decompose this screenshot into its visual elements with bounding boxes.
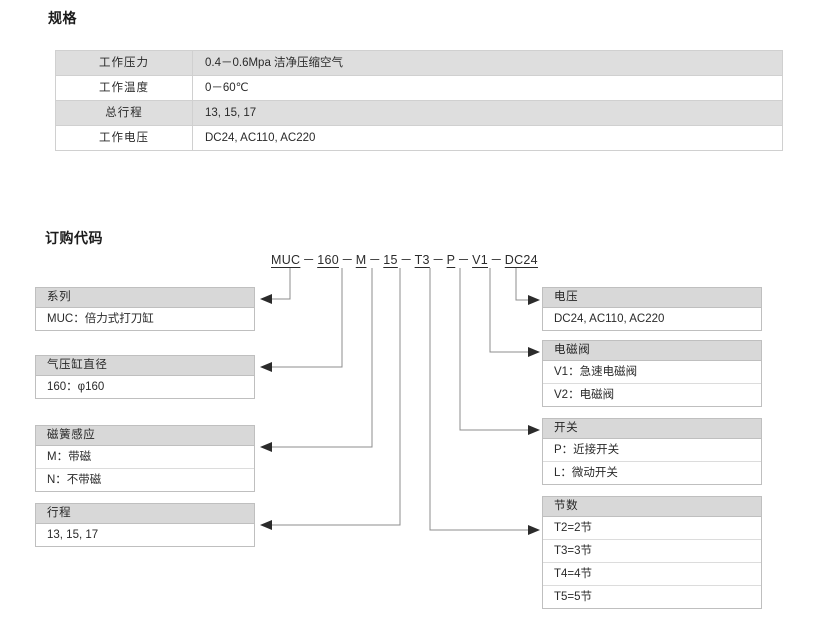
spec-value: DC24, AC110, AC220 [192,125,783,151]
code-segment-voltage: DC24 [504,253,538,267]
keybox-row: V2：电磁阀 [543,384,761,406]
keybox-header: 节数 [543,497,761,517]
code-separator: － [399,253,413,267]
arrow-left-icon [260,294,272,304]
spec-table: 工作压力 0.4－0.6Mpa 洁净压缩空气 工作温度 0－60℃ 总行程 13… [55,50,783,151]
code-separator: － [457,253,471,267]
code-segment-solenoid: V1 [472,253,488,267]
keybox-row: T2=2节 [543,517,761,540]
code-segment-bore: 160 [317,253,339,267]
arrow-right-icon [528,347,540,357]
spec-label: 总行程 [55,100,193,126]
keybox-magnet: 磁簧感应 M：带磁 N：不带磁 [35,425,255,492]
code-separator: － [431,253,445,267]
table-row: 工作电压 DC24, AC110, AC220 [55,125,783,151]
code-segment-magnet: M [355,253,367,267]
keybox-row: L：微动开关 [543,462,761,484]
keybox-row: P：近接开关 [543,439,761,462]
spec-label: 工作温度 [55,75,193,101]
arrow-right-icon [528,295,540,305]
keybox-row: T5=5节 [543,586,761,608]
keybox-header: 磁簧感应 [36,426,254,446]
keybox-header: 气压缸直径 [36,356,254,376]
model-code-string: MUC－160－M－15－T3－P－V1－DC24 [271,249,538,268]
keybox-header: 电磁阀 [543,341,761,361]
keybox-row: MUC：倍力式打刀缸 [36,308,254,330]
spec-value: 0－60℃ [192,75,783,101]
keybox-row: T3=3节 [543,540,761,563]
keybox-bore: 气压缸直径 160：φ160 [35,355,255,399]
spec-value: 0.4－0.6Mpa 洁净压缩空气 [192,50,783,76]
order-code-heading: 订购代码 [45,230,103,246]
keybox-row: 13, 15, 17 [36,524,254,546]
table-row: 工作温度 0－60℃ [55,75,783,101]
keybox-row: T4=4节 [543,563,761,586]
keybox-row: DC24, AC110, AC220 [543,308,761,330]
table-row: 工作压力 0.4－0.6Mpa 洁净压缩空气 [55,50,783,76]
spec-heading: 规格 [48,10,77,26]
spec-label: 工作压力 [55,50,193,76]
code-separator: － [368,253,382,267]
keybox-header: 行程 [36,504,254,524]
keybox-stroke: 行程 13, 15, 17 [35,503,255,547]
arrow-left-icon [260,442,272,452]
arrow-left-icon [260,520,272,530]
keybox-series: 系列 MUC：倍力式打刀缸 [35,287,255,331]
keybox-switch: 开关 P：近接开关 L：微动开关 [542,418,762,485]
keybox-row: M：带磁 [36,446,254,469]
keybox-row: V1：急速电磁阀 [543,361,761,384]
code-separator: － [302,253,316,267]
arrow-left-icon [260,362,272,372]
keybox-sections: 节数 T2=2节 T3=3节 T4=4节 T5=5节 [542,496,762,609]
code-separator: － [340,253,354,267]
keybox-row: 160：φ160 [36,376,254,398]
spec-label: 工作电压 [55,125,193,151]
keybox-voltage: 电压 DC24, AC110, AC220 [542,287,762,331]
code-segment-switch: P [446,253,456,267]
arrow-right-icon [528,525,540,535]
code-segment-series: MUC [271,253,301,267]
keybox-header: 系列 [36,288,254,308]
keybox-solenoid: 电磁阀 V1：急速电磁阀 V2：电磁阀 [542,340,762,407]
keybox-header: 开关 [543,419,761,439]
code-separator: － [489,253,503,267]
keybox-header: 电压 [543,288,761,308]
keybox-row: N：不带磁 [36,469,254,491]
code-segment-stroke: 15 [383,253,398,267]
spec-value: 13, 15, 17 [192,100,783,126]
arrow-right-icon [528,425,540,435]
code-segment-sections: T3 [414,253,430,267]
table-row: 总行程 13, 15, 17 [55,100,783,126]
